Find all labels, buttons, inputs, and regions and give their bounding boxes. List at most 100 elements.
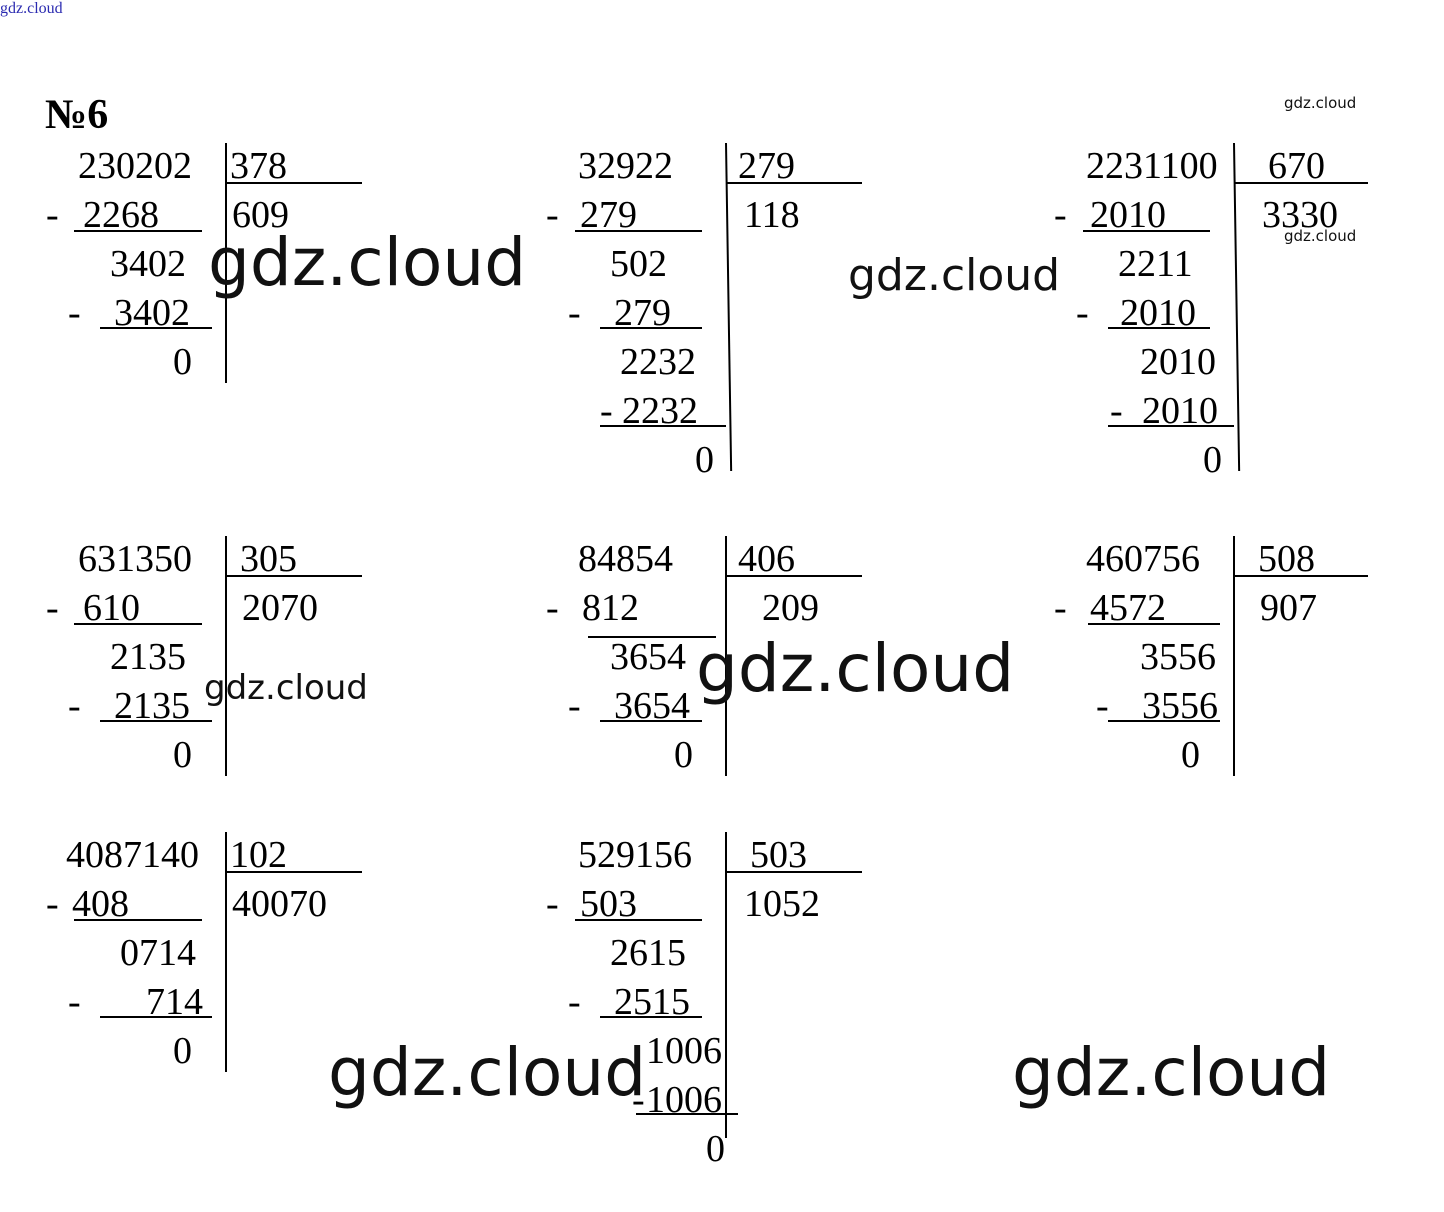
subtrahend: 2232 (622, 390, 698, 432)
divisor-rule (226, 182, 362, 184)
division-bar (225, 536, 227, 776)
subtraction-rule (1108, 720, 1220, 722)
remainder: 0714 (120, 932, 196, 974)
dividend: 84854 (578, 538, 673, 580)
subtrahend: 2010 (1090, 194, 1166, 236)
dividend: 230202 (78, 145, 192, 187)
divisor-rule (726, 182, 862, 184)
quotient: 609 (232, 194, 289, 236)
final-remainder: 0 (706, 1128, 725, 1170)
division-bar (225, 832, 227, 1072)
subtrahend: 503 (580, 883, 637, 925)
remainder: 2615 (610, 932, 686, 974)
divisor-rule (226, 575, 362, 577)
final-remainder: 0 (173, 734, 192, 776)
divisor-rule (226, 871, 362, 873)
subtraction-rule (588, 636, 716, 638)
subtrahend: 3402 (114, 292, 190, 334)
minus-sign: - (46, 883, 59, 925)
watermark: gdz.cloud (328, 1034, 647, 1111)
subtrahend: 714 (146, 981, 203, 1023)
watermark: gdz.cloud (1284, 94, 1357, 112)
final-remainder: 0 (695, 439, 714, 481)
minus-sign: - (68, 685, 81, 727)
subtraction-rule (1083, 230, 1210, 232)
subtraction-rule (74, 623, 202, 625)
divisor: 305 (240, 538, 297, 580)
divisor-rule (726, 871, 862, 873)
minus-sign: - (600, 390, 613, 432)
quotient: 40070 (232, 883, 327, 925)
divisor: 670 (1268, 145, 1325, 187)
divisor-rule (1234, 575, 1368, 577)
minus-sign: - (68, 981, 81, 1023)
subtrahend: 2268 (83, 194, 159, 236)
watermark: gdz.cloud (208, 224, 527, 301)
header-watermark: gdz.cloud (0, 0, 63, 17)
subtrahend: 279 (580, 194, 637, 236)
subtraction-rule (600, 720, 702, 722)
minus-sign: - (1054, 587, 1067, 629)
minus-sign: - (1054, 194, 1067, 236)
divisor-rule (1234, 182, 1368, 184)
minus-sign: - (568, 981, 581, 1023)
quotient: 907 (1260, 587, 1317, 629)
remainder: 2232 (620, 341, 696, 383)
divisor: 102 (230, 834, 287, 876)
divisor: 378 (230, 145, 287, 187)
final-remainder: 0 (1203, 439, 1222, 481)
dividend: 631350 (78, 538, 192, 580)
subtrahend: 610 (83, 587, 140, 629)
subtraction-rule (636, 1113, 738, 1115)
watermark: gdz.cloud (204, 668, 368, 708)
remainder: 3654 (610, 636, 686, 678)
dividend: 4087140 (66, 834, 199, 876)
remainder: 2010 (1140, 341, 1216, 383)
subtrahend: 3654 (614, 685, 690, 727)
final-remainder: 0 (173, 341, 192, 383)
watermark: gdz.cloud (1284, 227, 1357, 245)
division-bar (725, 832, 727, 1138)
minus-sign: - (1096, 685, 1109, 727)
final-remainder: 0 (1181, 734, 1200, 776)
quotient: 2070 (242, 587, 318, 629)
minus-sign: - (68, 292, 81, 334)
divisor: 508 (1258, 538, 1315, 580)
division-bar (225, 143, 227, 383)
watermark: gdz.cloud (1012, 1034, 1331, 1111)
subtraction-rule (74, 919, 202, 921)
subtrahend: 2515 (614, 981, 690, 1023)
subtraction-rule (1108, 327, 1210, 329)
subtraction-rule (74, 230, 202, 232)
quotient: 118 (744, 194, 800, 236)
minus-sign: - (546, 194, 559, 236)
dividend: 32922 (578, 145, 673, 187)
subtrahend: 2135 (114, 685, 190, 727)
divisor: 503 (750, 834, 807, 876)
quotient: 209 (762, 587, 819, 629)
quotient: 3330 (1262, 194, 1338, 236)
division-bar (725, 142, 733, 471)
minus-sign: - (546, 883, 559, 925)
subtrahend: 3556 (1142, 685, 1218, 727)
division-bar (1233, 142, 1241, 471)
division-bar (725, 536, 727, 776)
final-remainder: 0 (173, 1030, 192, 1072)
remainder: 502 (610, 243, 667, 285)
dividend: 529156 (578, 834, 692, 876)
subtraction-rule (100, 327, 212, 329)
subtraction-rule (575, 919, 702, 921)
remainder: 2135 (110, 636, 186, 678)
subtrahend: 408 (72, 883, 129, 925)
subtraction-rule (100, 1016, 212, 1018)
dividend: 2231100 (1086, 145, 1218, 187)
minus-sign: - (1110, 390, 1123, 432)
divisor-rule (726, 575, 862, 577)
minus-sign: - (546, 587, 559, 629)
subtrahend: 4572 (1090, 587, 1166, 629)
watermark: gdz.cloud (848, 250, 1061, 301)
subtraction-rule (1108, 425, 1234, 427)
subtraction-rule (575, 230, 702, 232)
division-bar (1233, 536, 1235, 776)
subtraction-rule (600, 1016, 702, 1018)
